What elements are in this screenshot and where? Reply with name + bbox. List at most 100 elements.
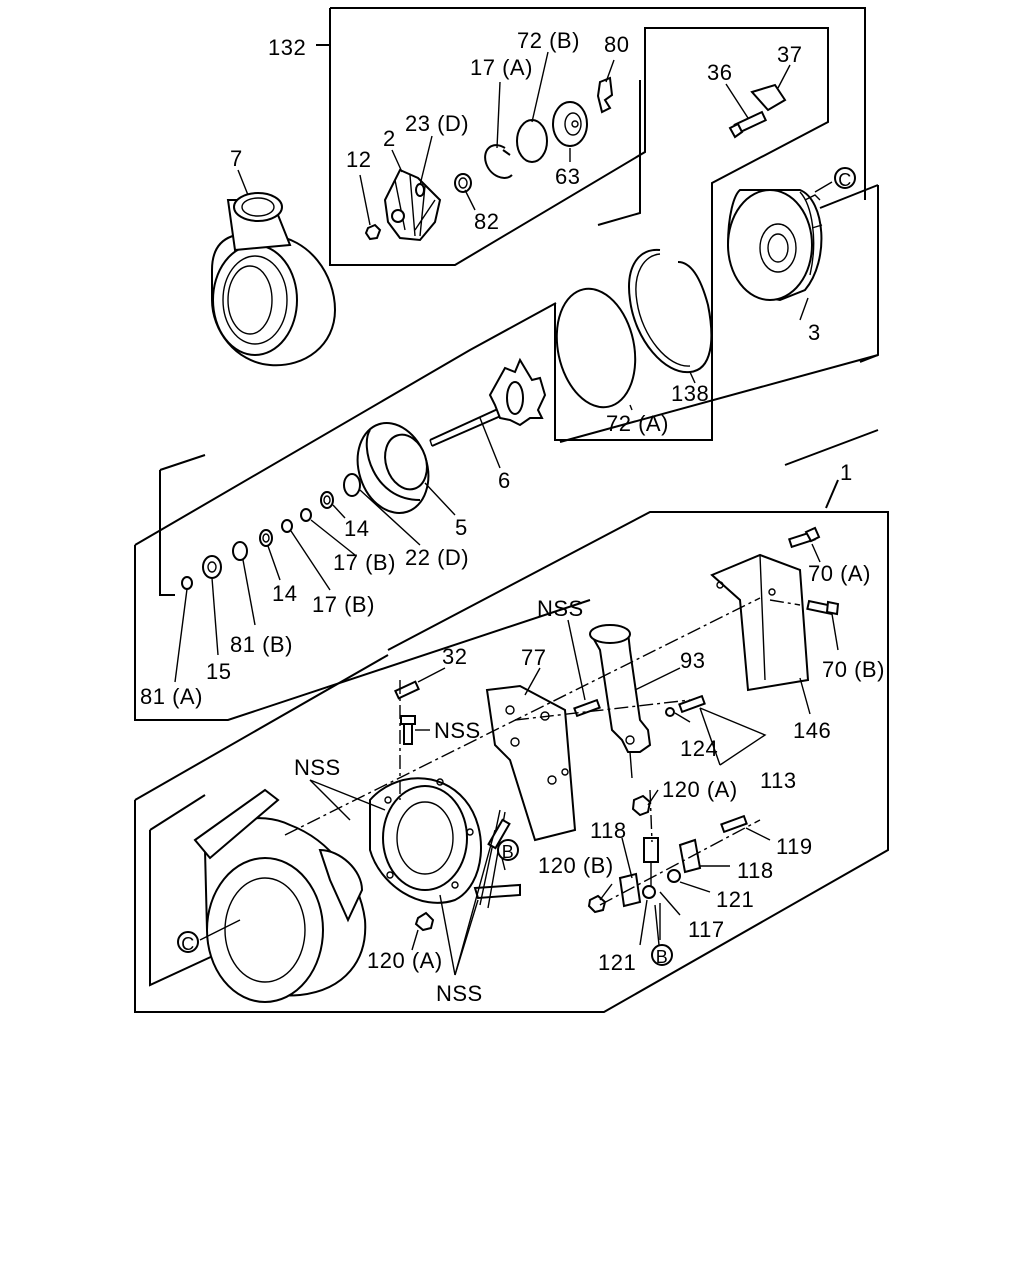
bearing-housing-part-3 bbox=[726, 189, 823, 302]
callout-b-upper: B bbox=[497, 839, 519, 862]
label-118-lower: 118 bbox=[737, 858, 774, 883]
snap-ring-part-138 bbox=[628, 248, 713, 374]
assembly-132-boundary bbox=[134, 7, 879, 721]
lock-plate-part-37 bbox=[750, 83, 787, 112]
assembly-1-boundary bbox=[134, 429, 889, 1013]
label-2: 2 bbox=[383, 126, 396, 151]
label-118-upper: 118 bbox=[590, 818, 627, 843]
actuator-part-93 bbox=[589, 624, 652, 779]
o-ring-part-72b bbox=[516, 119, 548, 163]
thrust-part-14-upper bbox=[320, 491, 334, 509]
label-80: 80 bbox=[604, 32, 629, 57]
label-12: 12 bbox=[346, 147, 371, 172]
label-5: 5 bbox=[455, 515, 468, 540]
bolt-part-70a bbox=[787, 526, 821, 549]
label-113: 113 bbox=[760, 768, 797, 793]
label-nss-bottom: NSS bbox=[436, 981, 483, 1006]
label-77: 77 bbox=[521, 645, 546, 670]
bolt-diag-nss bbox=[487, 818, 511, 850]
label-117: 117 bbox=[688, 917, 725, 942]
label-14-lower: 14 bbox=[272, 581, 297, 606]
label-1: 1 bbox=[840, 460, 853, 485]
clip-part-80 bbox=[596, 76, 614, 114]
label-81b: 81 (B) bbox=[230, 632, 293, 657]
o-ring-part-72a bbox=[555, 287, 637, 409]
ring-part-17b-lower bbox=[281, 519, 293, 533]
nut-part-120b bbox=[587, 894, 607, 914]
bolt-nss-vertical bbox=[400, 715, 416, 745]
label-22d: 22 (D) bbox=[405, 545, 469, 570]
label-70a: 70 (A) bbox=[808, 561, 871, 586]
label-119: 119 bbox=[776, 834, 813, 859]
label-3: 3 bbox=[808, 320, 821, 345]
nut-part-12 bbox=[364, 223, 382, 241]
bolt-part-119 bbox=[720, 814, 748, 834]
centerlines bbox=[284, 597, 801, 906]
label-37: 37 bbox=[777, 42, 802, 67]
label-146: 146 bbox=[793, 718, 831, 743]
label-132: 132 bbox=[268, 35, 306, 60]
seal-part-82 bbox=[454, 173, 472, 193]
compressor-wheel-part-2 bbox=[383, 168, 442, 242]
label-72b: 72 (B) bbox=[517, 28, 580, 53]
label-7: 7 bbox=[230, 146, 243, 171]
label-23d: 23 (D) bbox=[405, 111, 469, 136]
bearing-part-15 bbox=[202, 555, 222, 579]
bolt-nss-top bbox=[573, 698, 601, 718]
thrust-part-14-lower bbox=[259, 529, 273, 547]
callout-b-lower-letter: B bbox=[656, 947, 669, 967]
label-17a: 17 (A) bbox=[470, 55, 533, 80]
turbine-housing-nss bbox=[193, 788, 367, 1003]
label-15: 15 bbox=[206, 659, 231, 684]
leader-lines bbox=[174, 51, 839, 976]
callout-b-upper-letter: B bbox=[502, 842, 515, 862]
label-70b: 70 (B) bbox=[822, 657, 885, 682]
label-32: 32 bbox=[442, 644, 467, 669]
washer-part-121-upper bbox=[667, 869, 681, 883]
compressor-housing-part-7 bbox=[211, 192, 337, 367]
label-120a-mid: 120 (A) bbox=[662, 777, 738, 802]
bolt-part-36 bbox=[728, 110, 768, 139]
label-17b-upper: 17 (B) bbox=[333, 550, 396, 575]
washer-part-121-lower bbox=[642, 885, 656, 899]
bolt-part-32 bbox=[394, 680, 420, 700]
bolt-part-70b bbox=[806, 599, 840, 616]
label-63: 63 bbox=[555, 164, 580, 189]
bracket-part-77 bbox=[485, 684, 577, 842]
nut-part-120a-mid bbox=[631, 794, 652, 817]
rod-end-part-117 bbox=[643, 837, 659, 886]
label-121-lower: 121 bbox=[598, 950, 636, 975]
bearing-part-81b bbox=[232, 541, 248, 561]
label-120a-low: 120 (A) bbox=[367, 948, 443, 973]
snap-ring-part-17a bbox=[484, 144, 513, 179]
label-14-upper: 14 bbox=[344, 516, 369, 541]
label-93: 93 bbox=[680, 648, 705, 673]
callout-c-top: C bbox=[834, 167, 856, 190]
turbine-shaft-part-6 bbox=[429, 357, 547, 447]
label-nss-top: NSS bbox=[537, 596, 584, 621]
link-part-118-lower bbox=[618, 872, 642, 908]
heat-shield-plate-part-146 bbox=[710, 553, 810, 692]
label-nss-left: NSS bbox=[294, 755, 341, 780]
nut-part-120a-low bbox=[414, 911, 435, 932]
bolt-part-124 bbox=[665, 694, 706, 717]
label-82: 82 bbox=[474, 209, 499, 234]
callout-c-bottom-letter: C bbox=[181, 934, 195, 954]
callout-b-lower: B bbox=[651, 944, 673, 967]
part-labels: 132 72 (B) 80 17 (A) 23 (D) 2 12 7 63 82… bbox=[140, 28, 885, 1006]
washer-part-81a bbox=[181, 576, 193, 590]
seal-insert-part-63 bbox=[552, 101, 588, 147]
seal-ring-part-22d bbox=[343, 473, 361, 497]
callout-c-bottom: C bbox=[177, 931, 199, 954]
callout-c-top-letter: C bbox=[838, 170, 852, 190]
label-nss-bolt: NSS bbox=[434, 718, 481, 743]
label-72a: 72 (A) bbox=[606, 411, 669, 436]
washer-part-23d bbox=[415, 183, 425, 197]
label-120b: 120 (B) bbox=[538, 853, 614, 878]
center-flange-nss bbox=[369, 777, 482, 904]
label-138: 138 bbox=[671, 381, 709, 406]
label-81a: 81 (A) bbox=[140, 684, 203, 709]
heat-shield-part-5 bbox=[356, 422, 430, 514]
link-part-118-upper bbox=[678, 838, 702, 874]
